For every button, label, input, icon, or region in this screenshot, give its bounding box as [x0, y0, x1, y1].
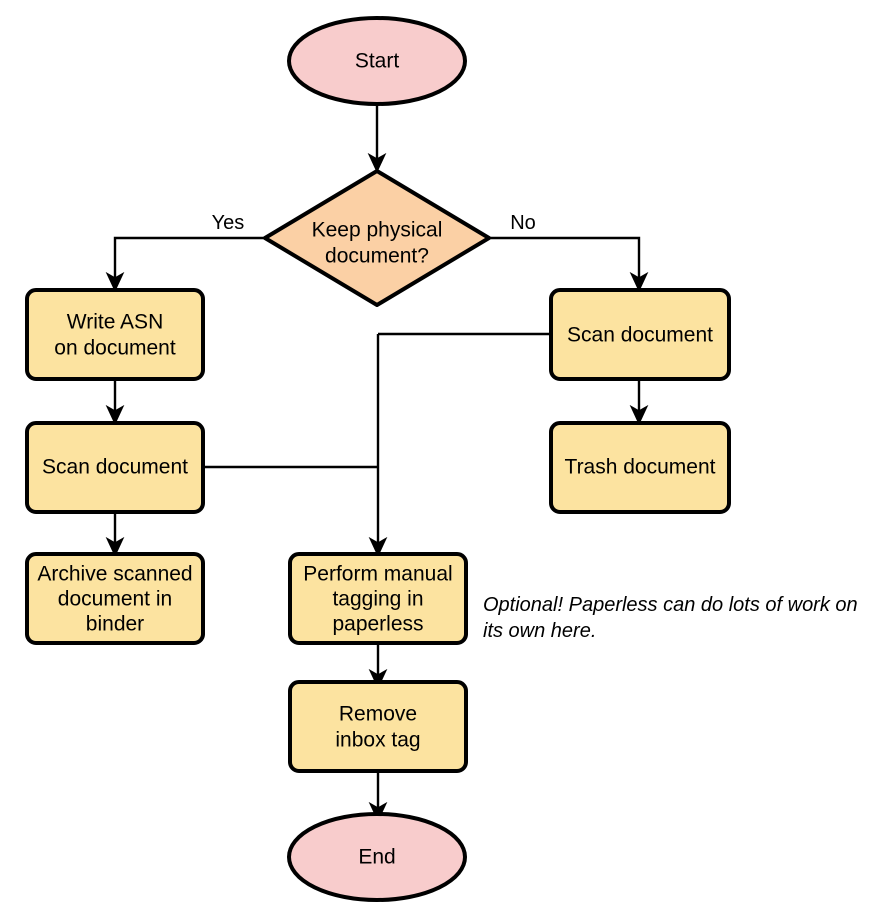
- edge-label-yes: Yes: [212, 212, 245, 234]
- remove-inbox-tag-box[interactable]: [288, 680, 468, 773]
- node-archive-scanned-document[interactable]: Archive scanned document in binder: [25, 552, 205, 645]
- scan-document-right-label: Scan document: [567, 324, 713, 347]
- scan-document-left-box[interactable]: [25, 421, 205, 514]
- archive-box[interactable]: [25, 552, 205, 645]
- decision-label-line1: Keep physical: [312, 219, 443, 242]
- edge-decision-no-to-scan-right: [490, 236, 649, 293]
- end-ellipse[interactable]: [287, 812, 467, 902]
- node-scan-document-left[interactable]: Scan document: [25, 421, 205, 514]
- write-asn-label-line2: on document: [54, 337, 176, 360]
- tagging-label-line3: paperless: [332, 613, 423, 636]
- scan-document-right-box[interactable]: [549, 288, 731, 381]
- archive-label-line3: binder: [86, 613, 144, 636]
- node-scan-document-right[interactable]: Scan document: [549, 288, 731, 381]
- tagging-box[interactable]: [288, 552, 468, 645]
- end-label: End: [358, 846, 395, 869]
- decision-label-line2: document?: [325, 245, 429, 268]
- node-start[interactable]: Start: [287, 16, 467, 106]
- remove-inbox-tag-label-line2: inbox tag: [335, 729, 420, 752]
- start-ellipse[interactable]: [287, 16, 467, 106]
- archive-label-line2: document in: [58, 588, 172, 611]
- write-asn-box[interactable]: [25, 288, 205, 381]
- node-remove-inbox-tag[interactable]: Remove inbox tag: [288, 680, 468, 773]
- node-write-asn-on-document[interactable]: Write ASN on document: [25, 288, 205, 381]
- edge-label-no: No: [510, 212, 536, 234]
- edge-decision-yes-to-write-asn: [105, 236, 265, 293]
- start-label: Start: [355, 50, 400, 73]
- optional-note: Optional! Paperless can do lots of work …: [483, 594, 858, 642]
- node-keep-physical-document-decision[interactable]: Keep physical document?: [263, 169, 491, 307]
- archive-label-line1: Archive scanned: [37, 563, 192, 586]
- node-end[interactable]: End: [287, 812, 467, 902]
- decision-diamond[interactable]: [263, 169, 491, 307]
- tagging-label-line2: tagging in: [332, 588, 423, 611]
- remove-inbox-tag-label-line1: Remove: [339, 703, 417, 726]
- scan-document-left-label: Scan document: [42, 456, 188, 479]
- node-trash-document[interactable]: Trash document: [549, 421, 731, 514]
- edge-labels-layer: Yes No: [212, 212, 536, 234]
- edges-layer: [105, 103, 649, 823]
- optional-note-line1: Optional! Paperless can do lots of work …: [483, 594, 858, 616]
- tagging-label-line1: Perform manual: [303, 563, 452, 586]
- write-asn-label-line1: Write ASN: [67, 311, 163, 334]
- trash-document-label: Trash document: [565, 456, 716, 479]
- trash-document-box[interactable]: [549, 421, 731, 514]
- node-perform-manual-tagging[interactable]: Perform manual tagging in paperless: [288, 552, 468, 645]
- optional-note-line2: its own here.: [483, 620, 596, 642]
